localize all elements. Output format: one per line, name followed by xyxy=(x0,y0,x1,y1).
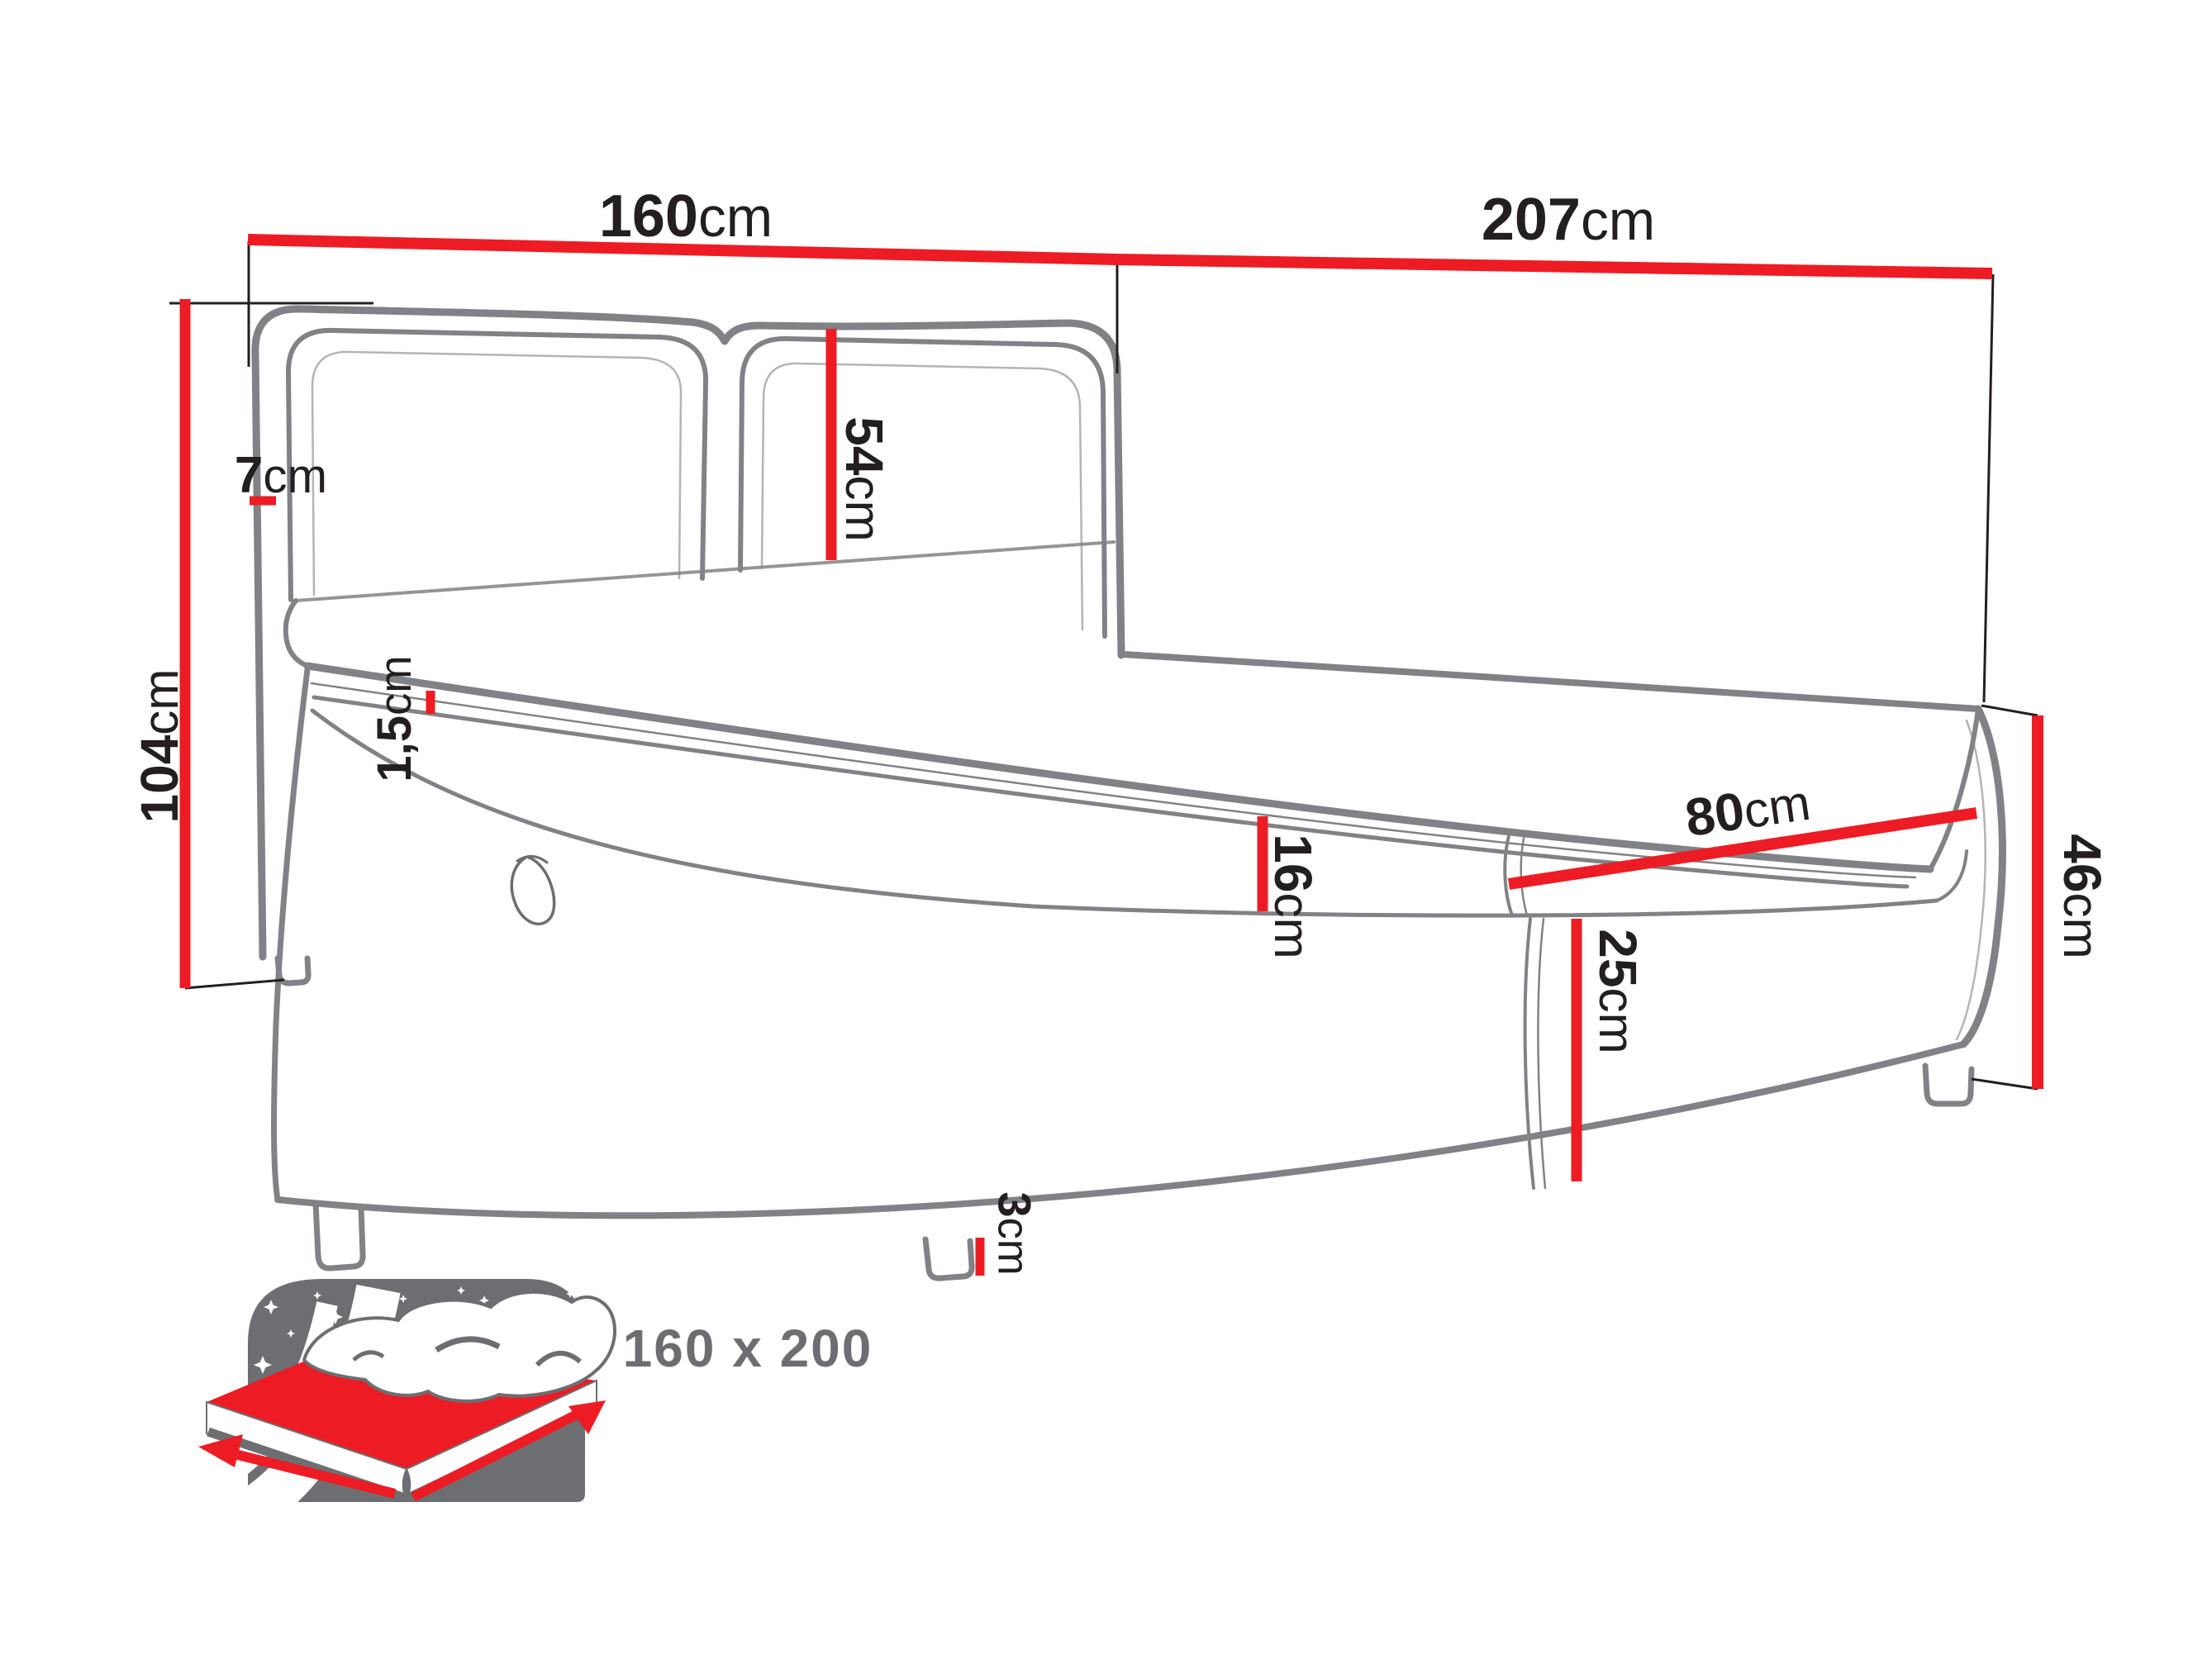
dimension-label-cushion-height: 54cm xyxy=(835,416,895,542)
dimension-label-foot-end-height: 46cm xyxy=(2053,834,2113,959)
box-middle-leg xyxy=(922,1236,975,1281)
dimension-line-207 xyxy=(1116,254,1993,279)
dimension-line-160 xyxy=(247,234,1117,265)
mattress xyxy=(283,540,1981,889)
headboard-cushion-left-inner xyxy=(311,350,683,597)
ext-46-bottom xyxy=(1971,1077,2038,1091)
dimension-label-topper-edge: 1,5cm xyxy=(368,655,421,782)
ext-207-right xyxy=(1982,273,1995,703)
mattress-far-edge xyxy=(1120,651,1981,712)
mattress-foot-top-edge xyxy=(1928,706,1981,872)
box-divider-line xyxy=(310,708,1939,918)
foot-end-cap xyxy=(1959,705,2006,1048)
storage-handle-top xyxy=(516,855,549,864)
base-box xyxy=(271,666,2006,1281)
dimension-label-base-box-height: 25cm xyxy=(1588,929,1648,1054)
size-badge: 160 x 200 xyxy=(622,1319,873,1378)
icon-bed-corner-sliver xyxy=(402,1467,411,1502)
box-bottom-edge xyxy=(274,1041,1967,1219)
icon-duvet-fold-1 xyxy=(435,1336,501,1352)
ext-46-top xyxy=(1981,704,2038,717)
bed-outline xyxy=(251,305,2006,1281)
dimension-label-leg-height: 3cm xyxy=(988,1191,1041,1276)
mattress-front-top-edge xyxy=(303,662,1934,873)
icon-arrow-width xyxy=(198,1434,397,1499)
headboard-cushion-left xyxy=(285,327,709,602)
dimension-lines xyxy=(179,234,2043,1276)
box-foot-leg xyxy=(1922,1062,1975,1107)
headboard-cushion-right-inner xyxy=(760,362,1084,631)
icon-duvet-fold-2 xyxy=(535,1350,582,1367)
dimension-label-total-length: 207cm xyxy=(1481,187,1656,253)
box-left-edge xyxy=(271,666,311,1203)
mattress-headboard-crease xyxy=(294,540,1116,602)
icon-duvet-fold-3 xyxy=(352,1350,385,1362)
box-seam-lower-twin xyxy=(1537,917,1547,1190)
dimension-label-mattress-height: 16cm xyxy=(1263,834,1324,959)
mattress-topper-line xyxy=(312,695,1910,889)
mattress-topper-line-thin xyxy=(310,682,1917,879)
foot-end-cap-inner xyxy=(1955,719,1986,1041)
box-seam-upper-twin xyxy=(1520,833,1529,917)
box-seam-upper xyxy=(1503,831,1514,917)
icon-arrow-length xyxy=(411,1400,606,1502)
dimension-label-frame-border: 7cm xyxy=(234,447,328,504)
dimension-label-headboard-width: 160cm xyxy=(598,183,773,250)
headboard-frame xyxy=(251,305,1125,961)
headboard-cushion-right xyxy=(738,335,1107,639)
storage-handle xyxy=(510,856,556,926)
divider-foot-curve xyxy=(1935,849,1968,902)
dimension-line-80 xyxy=(1507,807,1978,890)
box-seam-lower xyxy=(1523,917,1535,1190)
box-front-left-leg xyxy=(312,1200,366,1272)
size-icon xyxy=(198,1279,616,1541)
mattress-head-cap xyxy=(283,598,310,668)
extension-lines xyxy=(169,241,2038,1091)
dimension-label-headboard-height: 104cm xyxy=(129,668,189,824)
ext-104-bottom xyxy=(184,978,285,990)
headboard xyxy=(251,305,1125,986)
icon-duvet xyxy=(302,1290,616,1403)
